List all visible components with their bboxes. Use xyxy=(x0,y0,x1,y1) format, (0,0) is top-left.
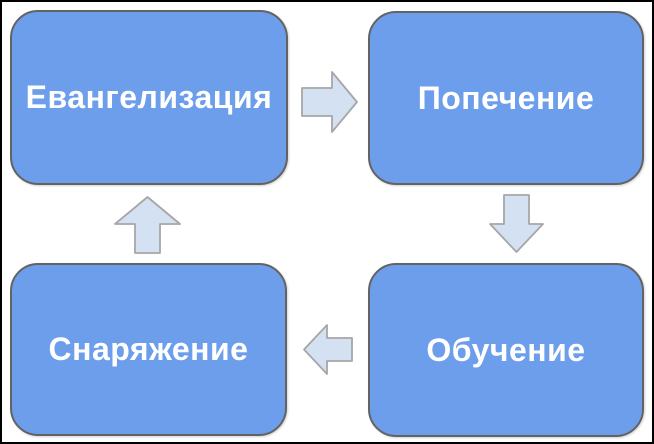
node-training: Обучение xyxy=(368,263,644,437)
arrow-right-icon xyxy=(301,71,358,133)
arrow-down-icon xyxy=(489,194,544,253)
node-equipping-label: Снаряжение xyxy=(48,331,249,367)
node-care-label: Попечение xyxy=(417,79,595,116)
node-equipping: Снаряжение xyxy=(10,263,287,436)
node-training-label: Обучение xyxy=(426,331,586,368)
arrow-left-icon xyxy=(303,324,353,375)
arrow-up-icon xyxy=(114,196,181,254)
node-care: Попечение xyxy=(368,11,644,185)
node-evangelism-label: Евангелизация xyxy=(25,79,273,115)
node-evangelism: Евангелизация xyxy=(10,10,288,185)
